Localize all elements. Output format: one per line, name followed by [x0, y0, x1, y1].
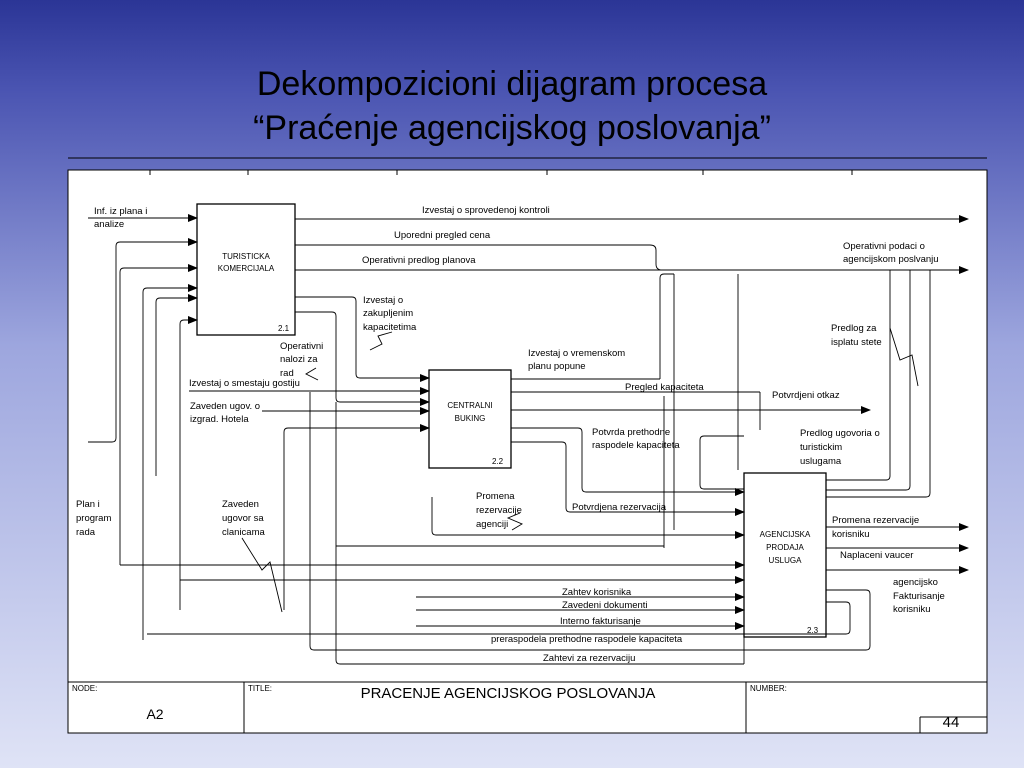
box-2-2-line-2: BUKING [455, 414, 486, 423]
label-fakt-2: Fakturisanje [893, 591, 945, 602]
label-zakup-3: kapacitetima [363, 322, 417, 333]
label-plan-3: rada [76, 527, 96, 538]
box-2-2-line-1: CENTRALNI [447, 401, 492, 410]
label-op-podaci-1: Operativni podaci o [843, 241, 925, 252]
label-pregled-kap: Pregled kapaciteta [625, 382, 704, 393]
label-inf-plan-2: analize [94, 219, 124, 230]
label-promena-kor-2: korisniku [832, 529, 870, 540]
frame-ticks [149, 170, 853, 175]
callout-squiggles [241, 327, 919, 613]
label-vrem-2: planu popune [528, 361, 586, 372]
box-2-3-line-2: PRODAJA [766, 543, 804, 552]
box-2-2-number: 2.2 [492, 457, 504, 466]
label-op-nalozi-3: rad [280, 368, 294, 379]
label-promena-agen-1: Promena [476, 491, 515, 502]
label-zahtevi-rez: Zahtevi za rezervaciju [543, 653, 635, 664]
box-2-1-line-1: TURISTICKA [222, 252, 270, 261]
title-line-1: Dekompozicioni dijagram procesa [256, 65, 768, 103]
label-vrem-1: Izvestaj o vremenskom [528, 348, 625, 359]
node-label: NODE: [72, 684, 97, 693]
connector-lines [88, 214, 969, 665]
label-op-nalozi-1: Operativni [280, 341, 323, 352]
label-predlog-ugov-3: uslugama [800, 456, 842, 467]
slide-title: Dekompozicioni dijagram procesa “Praćenj… [0, 62, 1024, 150]
label-op-podaci-2: agencijskom poslvanju [843, 254, 939, 265]
label-smestaj: Izvestaj o smestaju gostiju [189, 378, 300, 389]
title-label: TITLE: [248, 684, 272, 693]
label-predlog-isplatu-2: isplatu stete [831, 337, 882, 348]
label-predlog-ugov-2: turistickim [800, 442, 842, 453]
label-zavedeni-dok: Zavedeni dokumenti [562, 600, 648, 611]
footer-grid [68, 681, 987, 733]
label-plan-2: program [76, 513, 111, 524]
title-line-2: “Praćenje agencijskog poslovanja” [253, 109, 771, 147]
flow-labels: Inf. iz plana i analize Izvestaj o sprov… [76, 205, 945, 664]
label-potvrdjena-rez: Potvrdjena rezervacija [572, 502, 667, 513]
label-zahtev-kor: Zahtev korisnika [562, 587, 632, 598]
label-zaveden-sa-1: Zaveden [222, 499, 259, 510]
node-value: A2 [146, 706, 163, 722]
label-predlog-ugov-1: Predlog ugovoria o [800, 428, 880, 439]
label-promena-agen-2: rezervacije [476, 505, 522, 516]
label-zaveden-sa-2: ugovor sa [222, 513, 264, 524]
box-2-3-number: 2.3 [807, 626, 819, 635]
label-predlog-isplatu-1: Predlog za [831, 323, 877, 334]
label-fakt-3: korisniku [893, 604, 931, 615]
label-uporedni: Uporedni pregled cena [394, 230, 491, 241]
label-potvrda-2: raspodele kapaciteta [592, 440, 680, 451]
box-2-1-line-2: KOMERCIJALA [218, 264, 275, 273]
label-op-predlog: Operativni predlog planova [362, 255, 476, 266]
label-inf-plan-1: Inf. iz plana i [94, 206, 147, 217]
title-value: PRACENJE AGENCIJSKOG POSLOVANJA [361, 685, 656, 702]
box-2-3-line-3: USLUGA [769, 556, 803, 565]
box-2-3-line-1: AGENCIJSKA [760, 530, 811, 539]
label-promena-agen-3: agenciji [476, 519, 508, 530]
label-promena-kor-1: Promena rezervacije [832, 515, 919, 526]
label-zaveden-hotel-2: izgrad. Hotela [190, 414, 249, 425]
label-naplaceni: Naplaceni vaucer [840, 550, 913, 561]
label-preraspodela: preraspodela prethodne raspodele kapacit… [491, 634, 683, 645]
process-box-2-2: CENTRALNI BUKING 2.2 [428, 369, 512, 469]
process-box-2-1: TURISTICKA KOMERCIJALA 2.1 [196, 203, 296, 336]
label-izvestaj-kontrola: Izvestaj o sprovedenoj kontroli [422, 205, 550, 216]
label-potvrdjeni-otkaz: Potvrdjeni otkaz [772, 390, 840, 401]
label-potvrda-1: Potvrda prethodne [592, 427, 670, 438]
number-value: 44 [943, 714, 960, 731]
number-label: NUMBER: [750, 684, 787, 693]
label-interno: Interno fakturisanje [560, 616, 641, 627]
process-box-2-3: AGENCIJSKA PRODAJA USLUGA 2.3 [743, 472, 827, 638]
label-zakup-2: zakupljenim [363, 308, 413, 319]
label-op-nalozi-2: nalozi za [280, 354, 318, 365]
label-zaveden-hotel-1: Zaveden ugov. o [190, 401, 260, 412]
label-zaveden-sa-3: clanicama [222, 527, 265, 538]
label-fakt-1: agencijsko [893, 577, 938, 588]
label-zakup-1: Izvestaj o [363, 295, 403, 306]
box-2-1-number: 2.1 [278, 324, 290, 333]
label-plan-1: Plan i [76, 499, 100, 510]
